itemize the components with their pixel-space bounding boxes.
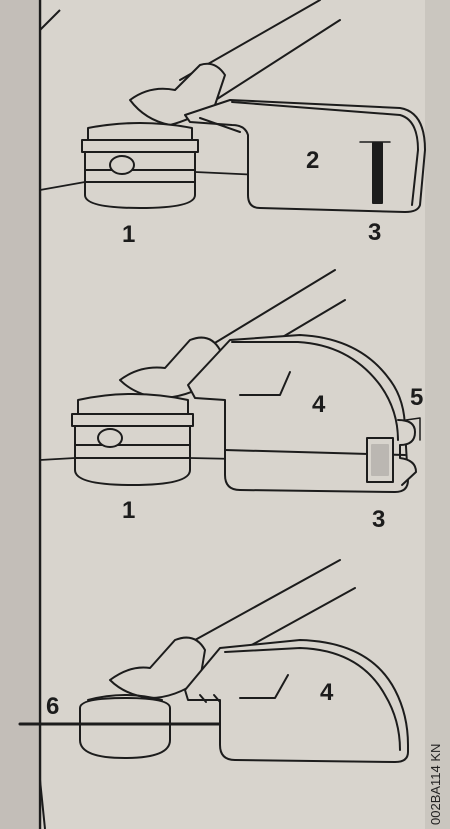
panel-3-deflector: [184, 639, 409, 763]
figure-code: 002BA114 KN: [428, 744, 443, 825]
callout-1: 1: [122, 221, 135, 248]
panel-2-extension-clip: [397, 419, 417, 486]
panel-3-mowing-head: [79, 694, 171, 759]
panel-2-eyelet-icon: [97, 428, 123, 448]
panel-1-deflector: [184, 99, 426, 213]
panel-1-eyelet-icon: [109, 155, 135, 175]
callout-5-leader: [405, 417, 421, 441]
panel-2-blade-housing: [366, 437, 394, 483]
callout-1b: 1: [122, 497, 135, 524]
panel-1-mowing-head: [81, 122, 199, 209]
panel-2-mowing-head-with-extended-deflector: [39, 269, 421, 493]
page-edge: [425, 0, 450, 829]
panel-1-mowing-head-with-deflector: [39, 0, 426, 213]
callout-4b: 4: [320, 679, 334, 706]
panel-2-line-limiter-blade: [371, 444, 389, 476]
callout-3b: 3: [372, 506, 385, 533]
panel-1-line-limiter-blade: [372, 142, 383, 204]
panel-2-mowing-head: [71, 393, 194, 486]
callout-2: 2: [306, 147, 319, 174]
frame-corner: [39, 9, 61, 829]
callout-4: 4: [312, 391, 326, 418]
panel-3-head-with-deflector: [18, 559, 409, 763]
callout-6: 6: [46, 693, 59, 720]
callout-3: 3: [368, 219, 381, 246]
callout-5: 5: [410, 384, 423, 411]
